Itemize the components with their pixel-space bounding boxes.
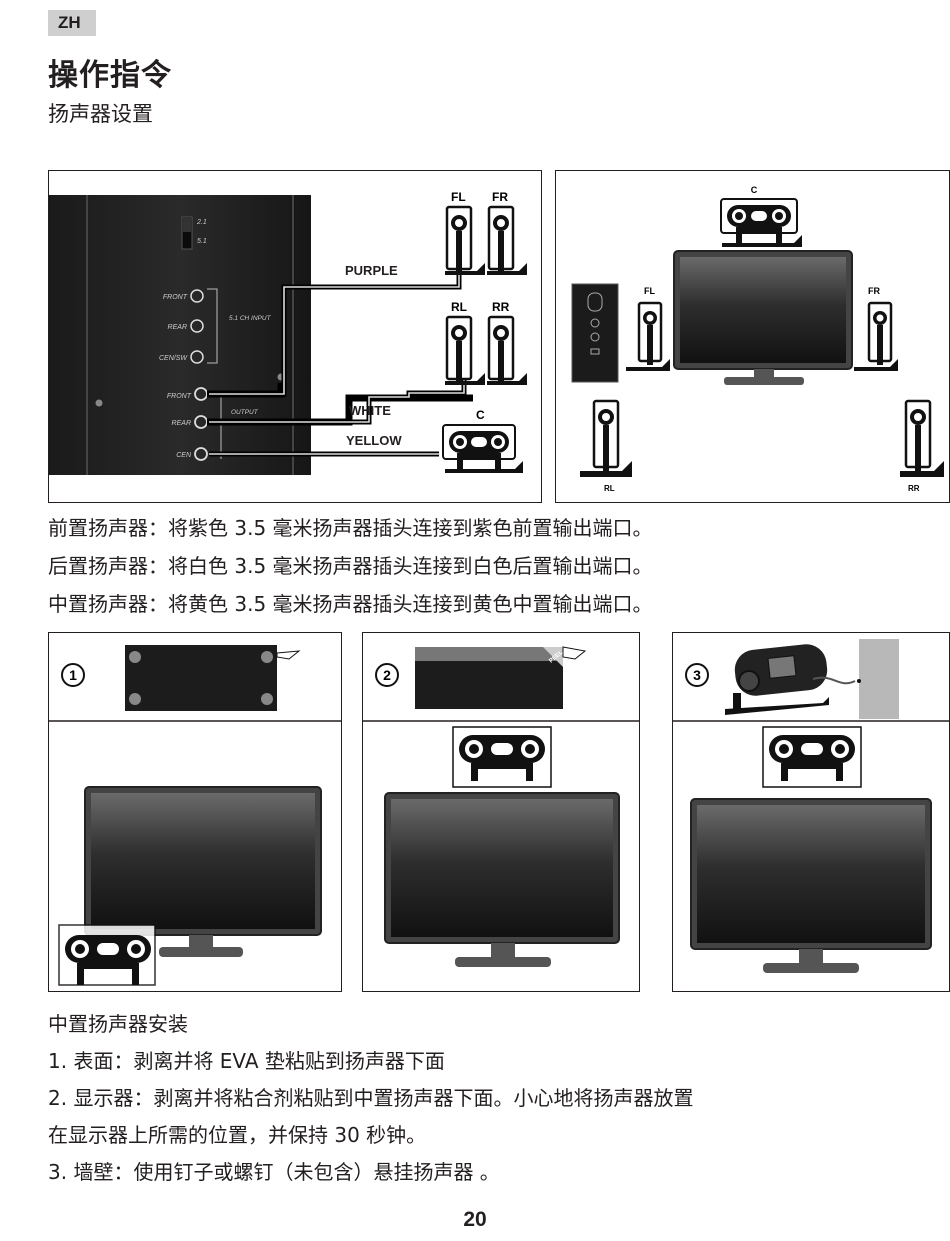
mode-switch <box>181 216 193 250</box>
eva-pad <box>125 645 301 711</box>
input-port-label-rear: REAR <box>168 324 187 331</box>
step-number-circle <box>61 663 85 687</box>
layout-speaker-center <box>720 198 802 247</box>
wiring-diagram: 2.1 5.1 FRONT REAR CEN/SW 5.1 CH INPUT F… <box>49 190 527 475</box>
step3-center-speaker <box>762 726 862 788</box>
speaker-label-fr: FR <box>492 190 508 204</box>
speaker-layout-panel: C FL <box>555 170 950 503</box>
switch-label-21: 2.1 <box>196 219 207 226</box>
install-line-3: 在显示器上所需的位置，并保持 30 秒钟。 <box>48 1123 427 1147</box>
install-section-title: 中置扬声器安装 <box>48 1012 188 1036</box>
speaker-center <box>442 424 523 473</box>
layout-speaker-fr <box>854 301 898 371</box>
speaker-rl <box>445 315 485 385</box>
input-port-front <box>190 289 204 303</box>
step2-monitor <box>384 792 620 967</box>
step3-monitor <box>690 798 932 973</box>
page-title: 操作指令 <box>48 58 172 93</box>
install-line-4: 3. 墙壁：使用钉子或螺钉（未包含）悬挂扬声器 。 <box>48 1160 500 1184</box>
speaker-label-rl: RL <box>451 300 467 314</box>
speaker-label-rr: RR <box>492 300 510 314</box>
layout-label-c: C <box>751 185 758 195</box>
input-port-label-censw: CEN/SW <box>159 355 188 362</box>
input-port-rear <box>190 319 204 333</box>
layout-speaker-fl <box>626 301 670 371</box>
install-line-1: 1. 表面：剥离并将 EVA 垫粘贴到扬声器下面 <box>48 1049 445 1073</box>
layout-monitor <box>673 250 853 385</box>
wall-mount-illustration <box>725 639 899 719</box>
output-port-label-front: FRONT <box>167 393 192 400</box>
output-port-cen <box>194 447 208 461</box>
instruction-center: 中置扬声器：将黄色 3.5 毫米扬声器插头连接到黄色中置输出端口。 <box>48 592 653 616</box>
layout-label-rr: RR <box>908 484 920 493</box>
cable-label-purple: PURPLE <box>345 263 398 278</box>
step-number-3: 3 <box>693 667 701 683</box>
adhesive-strip: PEEL <box>415 646 587 709</box>
step-number-2: 2 <box>383 667 391 683</box>
step-number-circle <box>375 663 399 687</box>
output-port-label-cen: CEN <box>176 452 192 459</box>
input-group-label: 5.1 CH INPUT <box>229 315 272 322</box>
layout-speaker-rr <box>900 399 944 477</box>
install-step-2-panel: 2 PEEL <box>362 632 640 992</box>
step2-center-speaker <box>452 726 552 788</box>
language-badge: ZH <box>48 10 96 36</box>
input-port-censw <box>190 350 204 364</box>
amplifier-rear-panel <box>49 195 311 475</box>
step1-monitor <box>84 786 322 957</box>
speaker-fr <box>487 205 527 275</box>
cable-label-yellow: YELLOW <box>346 433 402 448</box>
page-subtitle: 扬声器设置 <box>48 102 153 126</box>
cable-label-white: WHITE <box>349 403 391 418</box>
layout-amplifier <box>571 283 619 383</box>
input-port-label-front: FRONT <box>163 294 188 301</box>
install-line-2: 2. 显示器：剥离并将粘合剂粘贴到中置扬声器下面。小心地将扬声器放置 <box>48 1086 694 1110</box>
layout-label-fl: FL <box>644 286 655 296</box>
screw <box>95 399 103 407</box>
install-step-3-panel: 3 <box>672 632 950 992</box>
page-number: 20 <box>463 1208 487 1231</box>
speaker-label-c: C <box>476 408 485 422</box>
step-number-1: 1 <box>69 667 77 683</box>
speaker-layout-diagram: C FL <box>571 185 944 493</box>
layout-label-rl: RL <box>604 484 615 493</box>
step-number-circle <box>685 663 709 687</box>
speaker-label-fl: FL <box>451 190 466 204</box>
wiring-diagram-panel: 2.1 5.1 FRONT REAR CEN/SW 5.1 CH INPUT F… <box>48 170 542 503</box>
install-step-1-panel: 1 <box>48 632 342 992</box>
switch-label-51: 5.1 <box>197 238 207 245</box>
layout-speaker-rl <box>580 399 632 477</box>
step1-center-speaker <box>58 924 156 986</box>
layout-label-fr: FR <box>868 286 880 296</box>
instruction-rear: 后置扬声器：将白色 3.5 毫米扬声器插头连接到白色后置输出端口。 <box>48 554 653 578</box>
speaker-fl <box>445 205 485 275</box>
speaker-rr <box>487 315 527 385</box>
instruction-front: 前置扬声器：将紫色 3.5 毫米扬声器插头连接到紫色前置输出端口。 <box>48 516 653 540</box>
output-port-label-rear: REAR <box>172 420 191 427</box>
output-group-label: OUTPUT <box>231 409 259 416</box>
